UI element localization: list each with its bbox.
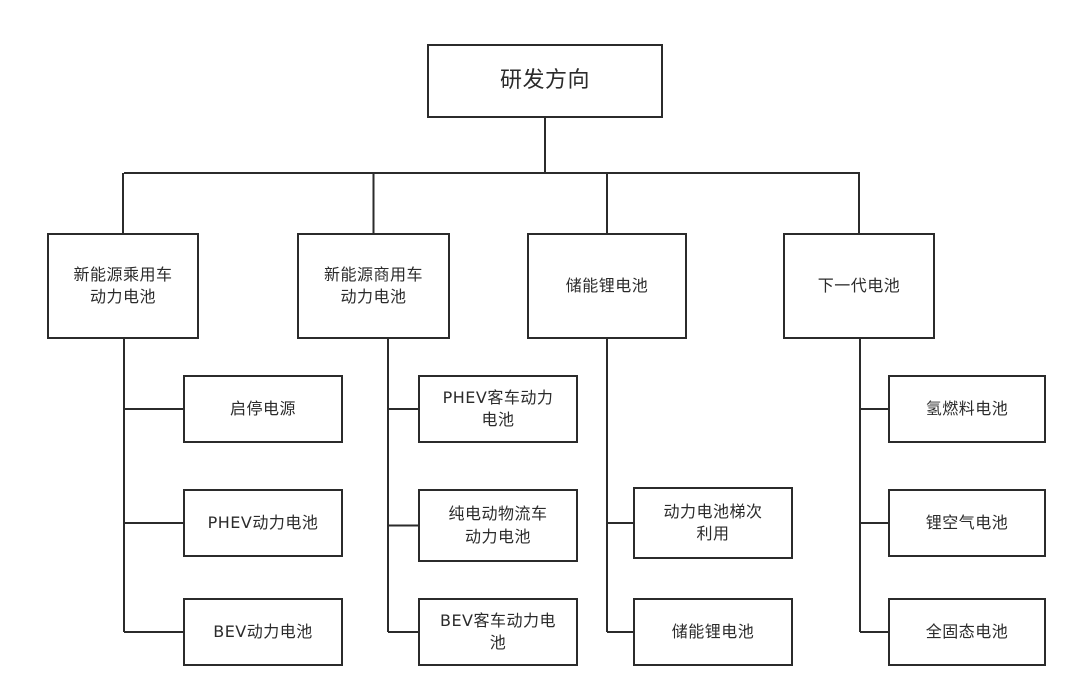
node-branch-2-child-2[interactable]: 纯电动物流车 动力电池 (418, 489, 578, 562)
node-branch-4-child-3-label: 全固态电池 (925, 621, 1009, 641)
node-branch-1-child-2-label: PHEV动力电池 (207, 512, 319, 532)
node-branch-1-child-3[interactable]: BEV动力电池 (183, 598, 343, 666)
node-branch-4-parent[interactable]: 下一代电池 (783, 233, 935, 339)
node-branch-2-child-2-label: 纯电动物流车 动力电池 (448, 504, 548, 546)
node-branch-2-child-1[interactable]: PHEV客车动力 电池 (418, 375, 578, 443)
node-branch-4-child-1-label: 氢燃料电池 (925, 398, 1009, 418)
node-branch-3-parent[interactable]: 储能锂电池 (527, 233, 687, 339)
node-root-label: 研发方向 (499, 67, 590, 93)
node-branch-1-child-1-label: 启停电源 (229, 398, 296, 418)
node-branch-3-parent-label: 储能锂电池 (565, 275, 649, 295)
node-branch-2-parent-label: 新能源商用车 动力电池 (323, 264, 423, 306)
node-branch-3-child-1[interactable]: 动力电池梯次 利用 (633, 487, 793, 559)
node-branch-4-child-2-label: 锂空气电池 (925, 512, 1009, 532)
node-branch-1-parent[interactable]: 新能源乘用车 动力电池 (47, 233, 199, 339)
node-branch-2-child-3[interactable]: BEV客车动力电 池 (418, 598, 578, 666)
node-branch-4-child-1[interactable]: 氢燃料电池 (888, 375, 1046, 443)
node-branch-3-child-2-label: 储能锂电池 (671, 621, 755, 641)
node-branch-1-child-2[interactable]: PHEV动力电池 (183, 489, 343, 557)
node-branch-4-child-2[interactable]: 锂空气电池 (888, 489, 1046, 557)
node-branch-2-parent[interactable]: 新能源商用车 动力电池 (297, 233, 450, 339)
node-branch-1-child-1[interactable]: 启停电源 (183, 375, 343, 443)
node-branch-4-child-3[interactable]: 全固态电池 (888, 598, 1046, 666)
node-branch-1-child-3-label: BEV动力电池 (213, 621, 313, 641)
node-branch-3-child-2[interactable]: 储能锂电池 (633, 598, 793, 666)
node-branch-2-child-3-label: BEV客车动力电 池 (439, 610, 557, 652)
node-branch-3-child-1-label: 动力电池梯次 利用 (663, 501, 763, 543)
node-branch-2-child-1-label: PHEV客车动力 电池 (442, 387, 554, 429)
node-branch-4-parent-label: 下一代电池 (817, 275, 901, 295)
node-branch-1-parent-label: 新能源乘用车 动力电池 (73, 264, 173, 306)
node-root[interactable]: 研发方向 (427, 44, 663, 118)
